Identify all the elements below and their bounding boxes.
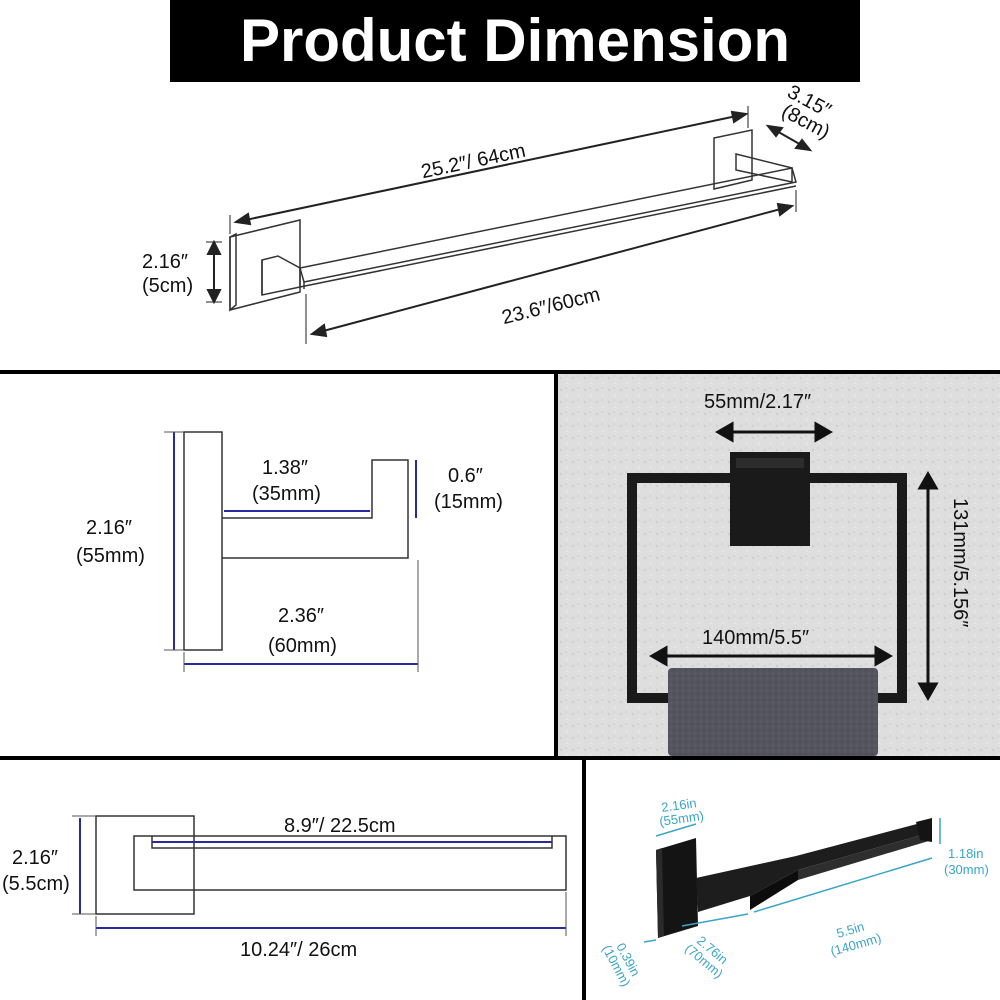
paper-holder-dimension-lines <box>643 818 941 943</box>
hook-height-label-line1: 2.16″ <box>86 517 132 539</box>
arm-label-line2: (35mm) <box>252 483 321 505</box>
height-label-line2: (5cm) <box>142 275 193 297</box>
hand-bar-height-line2: (5.5cm) <box>2 873 70 895</box>
mount-width-label: 55mm/2.17″ <box>704 391 811 413</box>
hand-bar-overall-label: 10.24″/ 26cm <box>240 939 357 961</box>
hook-outline <box>183 431 409 651</box>
towel <box>668 668 878 756</box>
ring-height-label: 131mm/5.156″ <box>949 498 971 627</box>
tip-label-line1: 0.6″ <box>448 465 483 487</box>
bar-length-line1: 5.5in <box>835 919 866 941</box>
hook-dimension-lines <box>173 432 418 665</box>
towel-bar-outline <box>229 129 797 312</box>
hand-bar-height-line1: 2.16″ <box>12 847 58 869</box>
hook-depth-label-line2: (60mm) <box>268 635 337 657</box>
hook-depth-label-line1: 2.36″ <box>278 605 324 627</box>
towel-ring-photo: 55mm/2.17″ 140mm/5.5″ 131mm/5.156″ <box>558 374 1000 756</box>
paper-holder-body <box>656 818 932 938</box>
hand-bar-length-label: 8.9″/ 22.5cm <box>284 815 396 837</box>
tip-size-line1: 1.18in <box>948 846 983 861</box>
tip-label-line2: (15mm) <box>434 491 503 513</box>
hook-diagram: 1.38″ (35mm) 0.6″ (15mm) 2.16″ (55mm) 2.… <box>76 431 503 672</box>
hook-extension-lines <box>164 431 419 672</box>
height-label-line1: 2.16″ <box>142 251 188 273</box>
bar-length-label: 23.6″/60cm <box>500 283 603 329</box>
overall-length-label: 25.2″/ 64cm <box>419 140 527 184</box>
towel-bar-dimension-lines <box>206 106 813 344</box>
divider-middle <box>0 756 1000 760</box>
arm-label-line1: 1.38″ <box>262 457 308 479</box>
hand-towel-bar-diagram: 8.9″/ 22.5cm 10.24″/ 26cm 2.16″ (5.5cm) <box>2 815 567 961</box>
divider-top <box>0 370 1000 374</box>
header: Product Dimension <box>0 0 1000 82</box>
towel-bar-diagram: 25.2″/ 64cm 23.6″/60cm 3.15″ (8cm) 2.16″… <box>142 81 835 344</box>
tip-size-line2: (30mm) <box>944 862 989 877</box>
mount-size-line1: 2.16in <box>660 795 697 815</box>
page-title: Product Dimension <box>239 7 791 74</box>
hand-towel-bar-extension-lines <box>72 815 567 936</box>
mount-size-line2: (55mm) <box>658 808 704 829</box>
hook-height-label-line2: (55mm) <box>76 545 145 567</box>
paper-holder-diagram: 2.16in (55mm) 1.18in (30mm) 0.39in (10mm… <box>599 795 989 989</box>
ring-dimension-arrows <box>648 421 939 702</box>
divider-vertical-lower <box>582 758 586 1000</box>
divider-vertical-upper <box>554 372 558 758</box>
header-bar <box>170 0 860 82</box>
ring-width-label: 140mm/5.5″ <box>702 627 809 649</box>
hand-towel-bar-dimension-lines <box>79 818 566 929</box>
